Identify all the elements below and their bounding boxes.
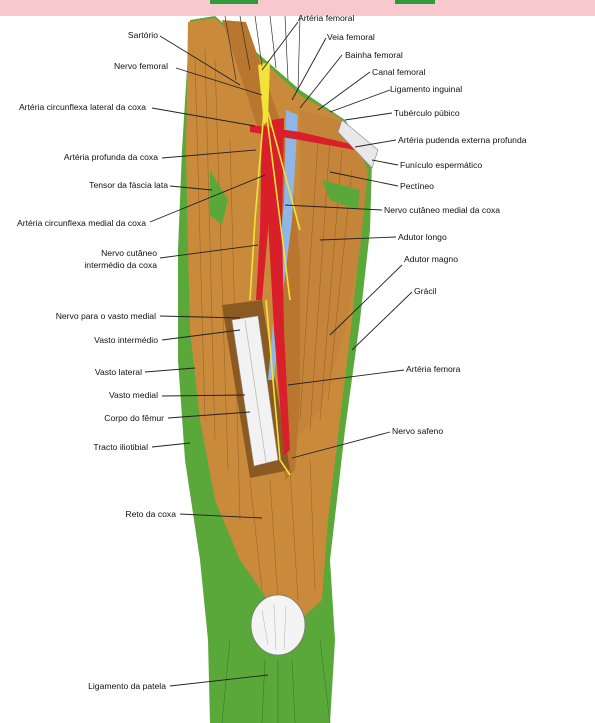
label-vasto-intermedio: Vasto intermédio [94, 335, 158, 345]
patellar-ligament-fibers [221, 639, 331, 723]
label-reto: Reto da coxa [125, 509, 176, 519]
leader-lines [144, 21, 413, 687]
banner-title-fragment-1 [210, 0, 258, 4]
label-sartorio: Sartório [128, 30, 158, 40]
femur-shaft [231, 315, 279, 467]
femoral-artery [268, 118, 290, 455]
label-nervo-vasto-medial: Nervo para o vasto medial [56, 311, 156, 321]
label-nervo-cutaneo-intermedio-2: intermédio da coxa [84, 260, 157, 270]
spermatic-cord [337, 119, 379, 169]
label-funiculo: Funículo espermático [400, 160, 482, 170]
tensor-fascia-lata-patch [210, 170, 228, 225]
banner-title-fragment-2 [395, 0, 435, 4]
label-arteria-femora: Artéria femora [406, 364, 461, 374]
label-veia-femoral: Veia femoral [327, 32, 375, 42]
label-corpo-femur: Corpo do fêmur [104, 413, 164, 423]
inguinal-ligament-lines [224, 15, 301, 91]
label-tensor: Tensor da fáscia lata [89, 180, 168, 190]
label-vasto-medial: Vasto medial [109, 390, 158, 400]
label-nervo-femoral: Nervo femoral [114, 61, 168, 71]
nerve-branches [249, 109, 301, 476]
label-gracil: Grácil [414, 286, 437, 296]
deep-artery [256, 125, 272, 300]
label-arteria-profunda: Artéria profunda da coxa [64, 152, 158, 162]
label-tracto: Tracto iliotibial [93, 442, 148, 452]
label-arteria-pudenda: Artéria pudenda externa profunda [398, 135, 527, 145]
patella-texture [261, 603, 287, 651]
label-arteria-femoral-top: Artéria femoral [298, 13, 354, 23]
label-nervo-cutaneo-intermedio-1: Nervo cutâneo [101, 248, 157, 258]
label-vasto-lateral: Vasto lateral [95, 367, 142, 377]
label-canal-femoral: Canal femoral [372, 67, 426, 77]
gracilis-green-patch [322, 180, 360, 210]
label-nervo-cutaneo-medial: Nervo cutâneo medial da coxa [384, 205, 500, 215]
label-ligamento-patela: Ligamento da patela [88, 681, 166, 691]
label-tuberculo-pubico: Tubérculo púbico [394, 108, 460, 118]
label-ligamento-inguinal: Ligamento inguinal [390, 84, 462, 94]
label-arteria-circunflexa-lateral: Artéria circunflexa lateral da coxa [19, 102, 146, 112]
circumflex-artery-branch [250, 125, 355, 150]
femoral-nerve [258, 62, 270, 125]
label-nervo-safeno: Nervo safeno [392, 426, 443, 436]
label-adutor-magno: Adutor magno [404, 254, 458, 264]
banner-strip [0, 0, 595, 16]
patella [250, 594, 306, 656]
label-pectineo: Pectíneo [400, 181, 434, 191]
femur-shaft-line [244, 319, 267, 463]
label-bainha-femoral: Bainha femoral [345, 50, 403, 60]
label-arteria-circunflexa-medial: Artéria circunflexa medial da coxa [17, 218, 146, 228]
label-adutor-longo: Adutor longo [398, 232, 447, 242]
